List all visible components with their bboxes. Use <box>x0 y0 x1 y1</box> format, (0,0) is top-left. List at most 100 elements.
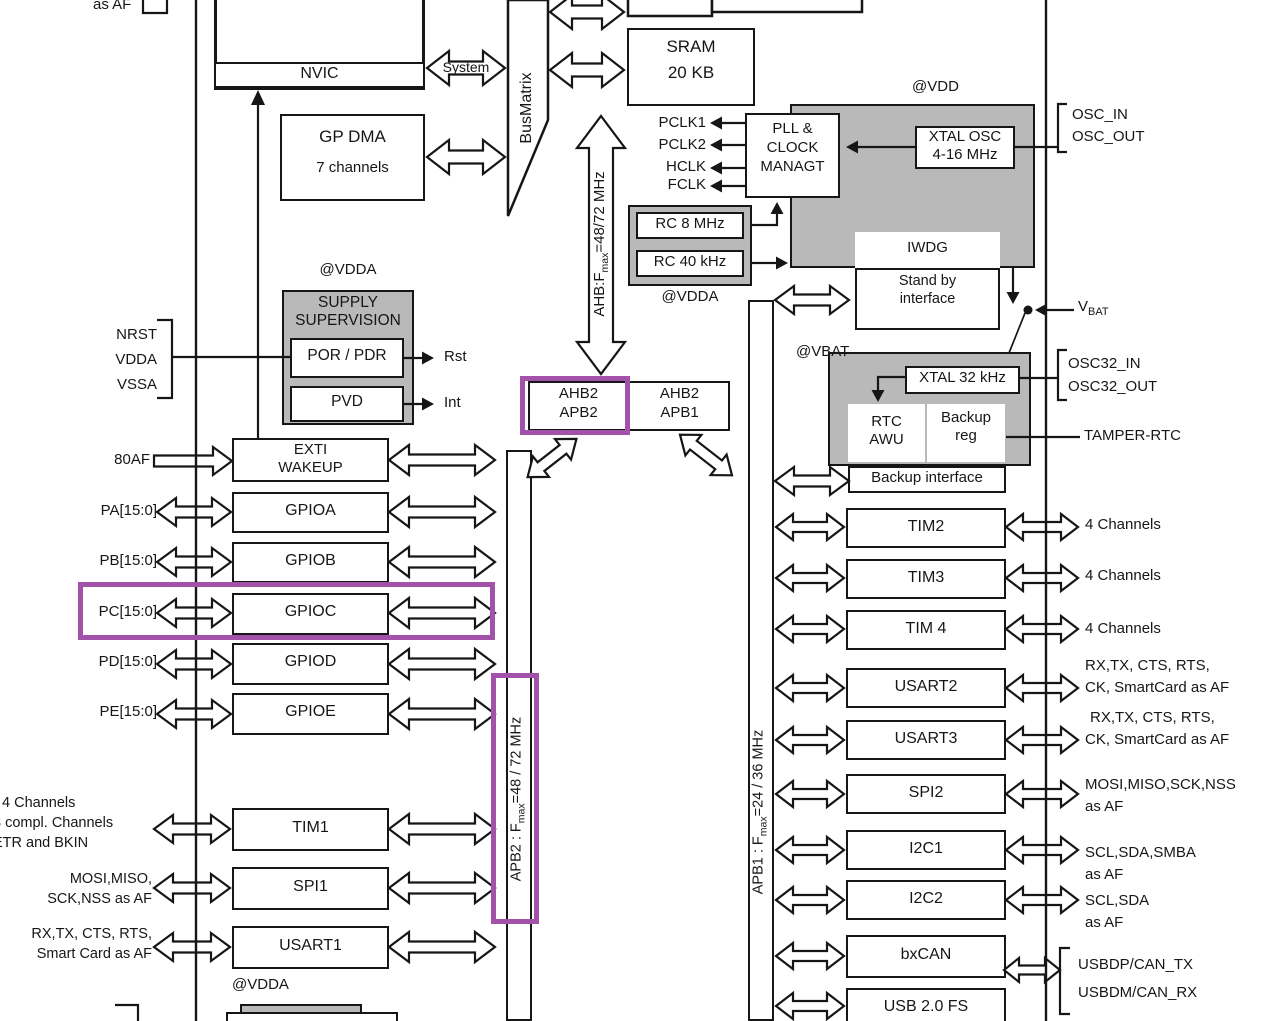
gpioe-box <box>232 693 389 735</box>
double-block-arrow <box>155 596 233 630</box>
ahb2-apb1-line1: AHB2 <box>659 385 700 402</box>
exti-wakeup-box <box>232 438 389 482</box>
standby-line2: interface <box>899 291 956 307</box>
ahb2-apb2-highlight <box>520 376 630 435</box>
usart2-pins-line1: RX,TX, CTS, RTS, <box>1085 657 1210 674</box>
sram-size: 20 KB <box>667 63 715 82</box>
usart1-label: USART1 <box>279 937 342 954</box>
vbat-pin: VBAT <box>1078 299 1109 319</box>
double-block-arrow <box>1004 834 1080 866</box>
double-block-arrow <box>773 283 851 317</box>
fclk-label: FCLK <box>667 176 706 193</box>
double-block-arrow <box>774 511 846 543</box>
hclk-label: HCLK <box>665 158 706 175</box>
i2c2-pins-line1: SCL,SDA <box>1085 892 1150 909</box>
gpioc-highlight <box>78 582 495 640</box>
block-arrow <box>152 444 234 478</box>
nvic-label: NVIC <box>300 65 339 82</box>
double-block-arrow <box>425 48 507 88</box>
backup-reg-line2: reg <box>955 427 977 444</box>
i2c2-pins-line2: as AF <box>1085 914 1124 931</box>
double-block-arrow <box>574 114 628 376</box>
usart2-pins-line2: CK, SmartCard as AF <box>1085 679 1230 696</box>
usart1-box <box>232 926 389 969</box>
double-block-arrow <box>774 834 846 866</box>
gpioe-label: GPIOE <box>285 703 336 720</box>
xtal-osc-line1: XTAL OSC <box>928 128 1002 145</box>
sram-name: SRAM <box>666 37 716 56</box>
as-af-label: as AF <box>93 0 132 13</box>
ahb2-apb1-line2: APB1 <box>660 404 699 421</box>
i2c2-label: I2C2 <box>909 890 943 907</box>
double-block-arrow <box>1004 672 1080 704</box>
pvd-box <box>290 386 404 422</box>
pb-pin-label: PB[15:0] <box>99 552 157 569</box>
double-block-arrow <box>526 437 578 479</box>
double-block-arrow <box>152 930 232 964</box>
iwdg-label: IWDG <box>907 239 948 256</box>
tim1-pin-line3: ETR and BKIN <box>0 835 89 851</box>
spi1-box <box>232 867 389 910</box>
double-block-arrow <box>548 50 626 90</box>
port-rail-group <box>194 0 1048 1021</box>
double-block-arrow <box>387 494 497 530</box>
tim2-label: TIM2 <box>907 518 945 535</box>
vdda-supply-label: @VDDA <box>319 261 377 278</box>
vdda-pin: VDDA <box>115 351 157 368</box>
spi2-pins-line2: as AF <box>1085 798 1124 815</box>
double-block-arrow <box>774 724 846 756</box>
wire-group <box>115 0 1080 1021</box>
arrowhead-group <box>251 90 1047 411</box>
double-block-arrow <box>155 495 233 529</box>
int-label: Int <box>444 394 461 411</box>
double-block-arrow <box>152 812 232 846</box>
rst-label: Rst <box>444 348 467 365</box>
bxcan-box <box>846 935 1006 978</box>
double-block-arrow <box>425 137 507 177</box>
double-block-arrow <box>387 544 497 580</box>
double-block-arrow <box>774 672 846 704</box>
vbat-sub: BAT <box>1088 306 1109 318</box>
exti-line2: WAKEUP <box>278 459 343 476</box>
rc40-label: RC 40 kHz <box>653 253 727 270</box>
usart3-label: USART3 <box>894 730 958 747</box>
tim3-pins: 4 Channels <box>1085 567 1161 584</box>
usart3-pins-line1: RX,TX, CTS, RTS, <box>1090 709 1215 726</box>
tim2-pins: 4 Channels <box>1085 516 1161 533</box>
double-block-arrow <box>1004 724 1080 756</box>
osc32-out-pin: OSC32_OUT <box>1068 378 1158 395</box>
spi1-pin-line2: SCK,NSS as AF <box>47 891 152 907</box>
osc32-in-pin: OSC32_IN <box>1068 355 1141 372</box>
tim1-pin-line1: 4 Channels <box>2 795 76 811</box>
double-block-arrow <box>678 433 734 477</box>
apb2-bus-bar <box>506 450 532 1021</box>
gpioa-label: GPIOA <box>285 502 336 519</box>
tim1-label: TIM1 <box>292 819 329 836</box>
nvic-box <box>214 62 425 88</box>
double-block-arrow <box>774 940 846 972</box>
vbat-base: V <box>1078 298 1089 315</box>
double-block-arrow <box>155 545 233 579</box>
xtal32-box <box>905 366 1020 394</box>
tim1-pin-line2: 3 compl. Channels <box>0 815 114 831</box>
block-arrows-group <box>152 0 1080 1021</box>
pa-pin-label: PA[15:0] <box>100 502 157 519</box>
vbat-switch-lever <box>1008 312 1026 354</box>
tamper-rtc-pin: TAMPER-RTC <box>1084 427 1181 444</box>
pll-line1: PLL & <box>772 120 813 137</box>
double-block-arrow <box>1004 613 1080 645</box>
double-block-arrow <box>387 442 497 478</box>
double-block-arrow <box>1004 778 1080 810</box>
rtc-line2: AWU <box>869 431 904 448</box>
xtal-osc-box <box>915 126 1015 169</box>
rc40-box <box>636 250 744 277</box>
gpioa-box <box>232 492 389 533</box>
double-block-arrow <box>1004 511 1080 543</box>
xtal32-label: XTAL 32 kHz <box>919 369 1006 386</box>
spi2-pins-line1: MOSI,MISO,SCK,NSS <box>1085 776 1236 793</box>
pll-line3: MANAGT <box>760 158 825 175</box>
spi1-label: SPI1 <box>293 878 328 895</box>
sram-box <box>627 28 755 106</box>
